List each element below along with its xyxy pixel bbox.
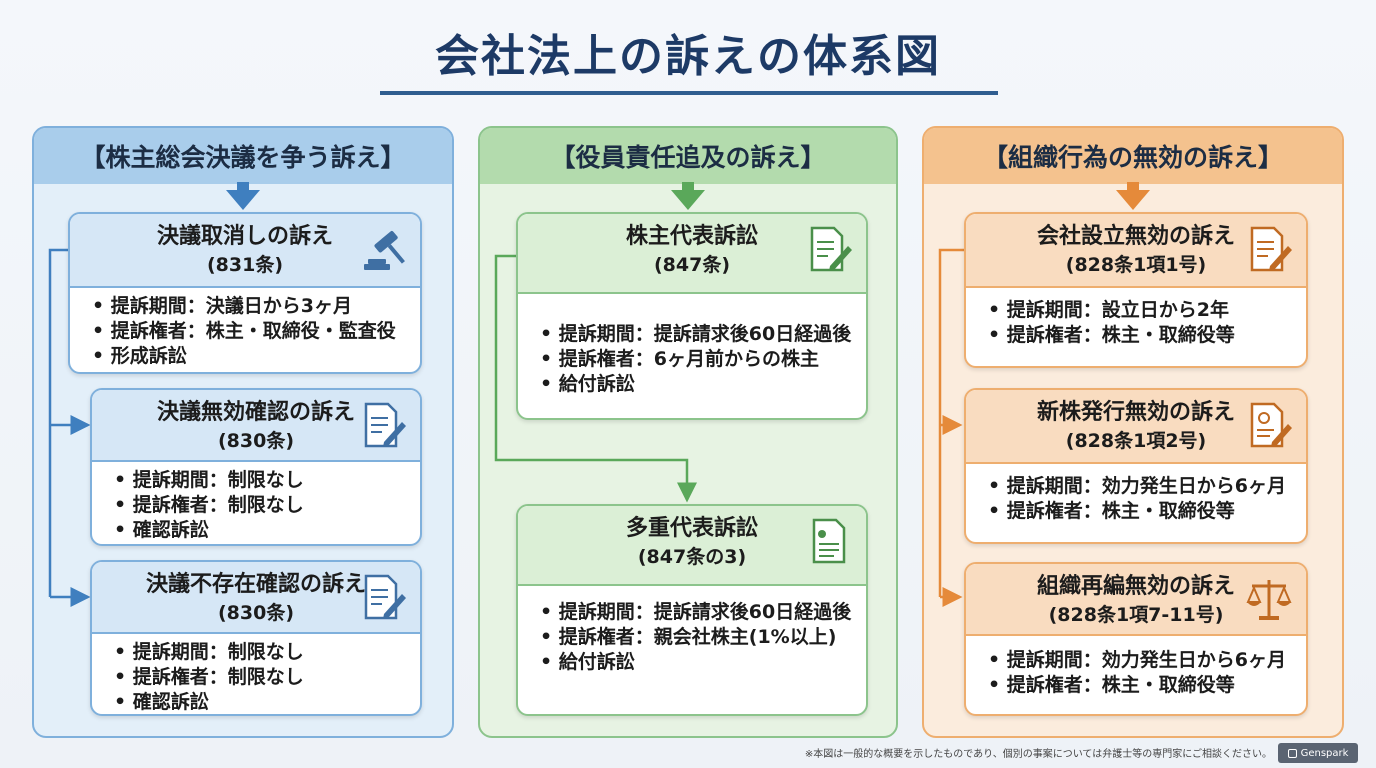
blue-connector [48, 248, 91, 607]
title-underline [380, 91, 998, 95]
card-title: 多重代表訴訟 [625, 516, 758, 541]
card-title: 株主代表訴訟 [625, 224, 758, 249]
document-icon [812, 518, 846, 564]
card-title: 会社設立無効の訴え [1036, 224, 1235, 249]
document-pen-icon [810, 226, 852, 272]
detail-item: 確認訴訟 [114, 690, 420, 714]
gavel-icon [364, 230, 405, 270]
detail-item: 提訴期間：効力発生日から6ヶ月 [988, 648, 1306, 673]
header-arrow [1127, 182, 1139, 192]
card-title: 決議取消しの訴え [156, 224, 333, 249]
certificate-icon [1250, 402, 1292, 448]
card-title: 決議無効確認の訴え [156, 400, 355, 425]
detail-item: 提訴期間：制限なし [114, 640, 420, 665]
card-article: (828条1項2号) [1065, 430, 1207, 452]
card-share-issuance-invalidity[interactable]: 新株発行無効の訴え (828条1項2号) 提訴期間：効力発生日から6ヶ月 提訴権… [964, 388, 1308, 544]
document-pen-icon [1250, 226, 1292, 272]
detail-item: 提訴期間：設立日から2年 [988, 298, 1306, 323]
card-article: (828条1項1号) [1065, 254, 1207, 276]
scales-icon [1246, 580, 1292, 620]
detail-item: 給付訴訟 [540, 372, 866, 397]
card-details: 提訴期間：効力発生日から6ヶ月 提訴権者：株主・取締役等 [966, 636, 1306, 698]
card-title: 組織再編無効の訴え [1036, 574, 1235, 599]
detail-item: 提訴期間：制限なし [114, 468, 420, 493]
card-article: (830条) [217, 602, 295, 624]
header-arrow [671, 190, 705, 210]
detail-item: 提訴権者：制限なし [114, 493, 420, 518]
card-incorporation-invalidity[interactable]: 会社設立無効の訴え (828条1項1号) 提訴期間：設立日から2年 提訴権者：株… [964, 212, 1308, 368]
document-pen-icon [364, 574, 406, 620]
card-article: (831条) [206, 254, 284, 276]
detail-item: 提訴権者：親会社株主(1%以上) [540, 625, 866, 650]
document-pen-icon [364, 402, 406, 448]
detail-item: 給付訴訟 [540, 650, 866, 675]
detail-item: 提訴権者：株主・取締役等 [988, 673, 1306, 698]
detail-item: 提訴権者：株主・取締役等 [988, 499, 1306, 524]
card-details: 提訴期間：提訴請求後60日経過後 提訴権者：親会社株主(1%以上) 給付訴訟 [518, 586, 866, 675]
card-details: 提訴期間：制限なし 提訴権者：制限なし 確認訴訟 [92, 634, 420, 714]
detail-item: 提訴期間：提訴請求後60日経過後 [540, 322, 866, 347]
brand-badge[interactable]: Genspark [1278, 743, 1358, 763]
card-details: 提訴期間：決議日から3ヶ月 提訴権者：株主・取締役・監査役 形成訴訟 [70, 288, 420, 369]
card-resolution-cancellation[interactable]: 決議取消しの訴え (831条) 提訴期間：決議日から3ヶ月 提訴権者：株主・取締… [68, 212, 422, 374]
card-resolution-nonexistence[interactable]: 決議不存在確認の訴え (830条) 提訴期間：制限なし 提訴権者：制限なし 確認… [90, 560, 422, 716]
card-resolution-invalidity[interactable]: 決議無効確認の訴え (830条) 提訴期間：制限なし 提訴権者：制限なし 確認訴… [90, 388, 422, 546]
detail-item: 提訴権者：株主・取締役等 [988, 323, 1306, 348]
detail-item: 提訴期間：決議日から3ヶ月 [92, 294, 420, 319]
page-title: 会社法上の訴えの体系図 [435, 31, 941, 82]
card-article: (847条の3) [637, 546, 747, 568]
card-details: 提訴期間：提訴請求後60日経過後 提訴権者：6ヶ月前からの株主 給付訴訟 [518, 294, 866, 397]
footnote: ※本図は一般的な概要を示したものであり、個別の事案については弁護士等の専門家にご… [804, 749, 1272, 760]
card-details: 提訴期間：制限なし 提訴権者：制限なし 確認訴訟 [92, 462, 420, 543]
card-details: 提訴期間：効力発生日から6ヶ月 提訴権者：株主・取締役等 [966, 464, 1306, 524]
header-arrow [1116, 190, 1150, 210]
card-article: (847条) [653, 254, 731, 276]
detail-item: 形成訴訟 [92, 344, 420, 369]
detail-item: 提訴期間：提訴請求後60日経過後 [540, 600, 866, 625]
card-reorganization-invalidity[interactable]: 組織再編無効の訴え (828条1項7-11号) 提訴期間：効力発生日から6ヶ月 … [964, 562, 1308, 716]
detail-item: 提訴権者：株主・取締役・監査役 [92, 319, 420, 344]
brand-icon [1287, 748, 1297, 758]
detail-item: 提訴期間：効力発生日から6ヶ月 [988, 474, 1306, 499]
detail-item: 提訴権者：制限なし [114, 665, 420, 690]
column-header: 【組織行為の無効の訴え】 [924, 128, 1342, 184]
header-arrow [226, 190, 260, 210]
card-derivative-suit[interactable]: 株主代表訴訟 (847条) 提訴期間：提訴請求後60日経過後 提訴権者：6ヶ月前… [516, 212, 868, 420]
card-details: 提訴期間：設立日から2年 提訴権者：株主・取締役等 [966, 288, 1306, 348]
card-article: (828条1項7-11号) [1048, 604, 1224, 626]
column-header: 【株主総会決議を争う訴え】 [34, 128, 452, 184]
card-article: (830条) [217, 430, 295, 452]
header-arrow [682, 182, 694, 192]
column-header: 【役員責任追及の訴え】 [480, 128, 896, 184]
card-title: 新株発行無効の訴え [1036, 400, 1235, 425]
green-connector [494, 254, 697, 503]
header-arrow [237, 182, 249, 192]
detail-item: 確認訴訟 [114, 518, 420, 543]
detail-item: 提訴権者：6ヶ月前からの株主 [540, 347, 866, 372]
brand-label: Genspark [1300, 747, 1349, 759]
card-title: 決議不存在確認の訴え [145, 572, 366, 597]
orange-connector [938, 248, 964, 607]
card-multiple-derivative-suit[interactable]: 多重代表訴訟 (847条の3) 提訴期間：提訴請求後60日経過後 提訴権者：親会… [516, 504, 868, 716]
